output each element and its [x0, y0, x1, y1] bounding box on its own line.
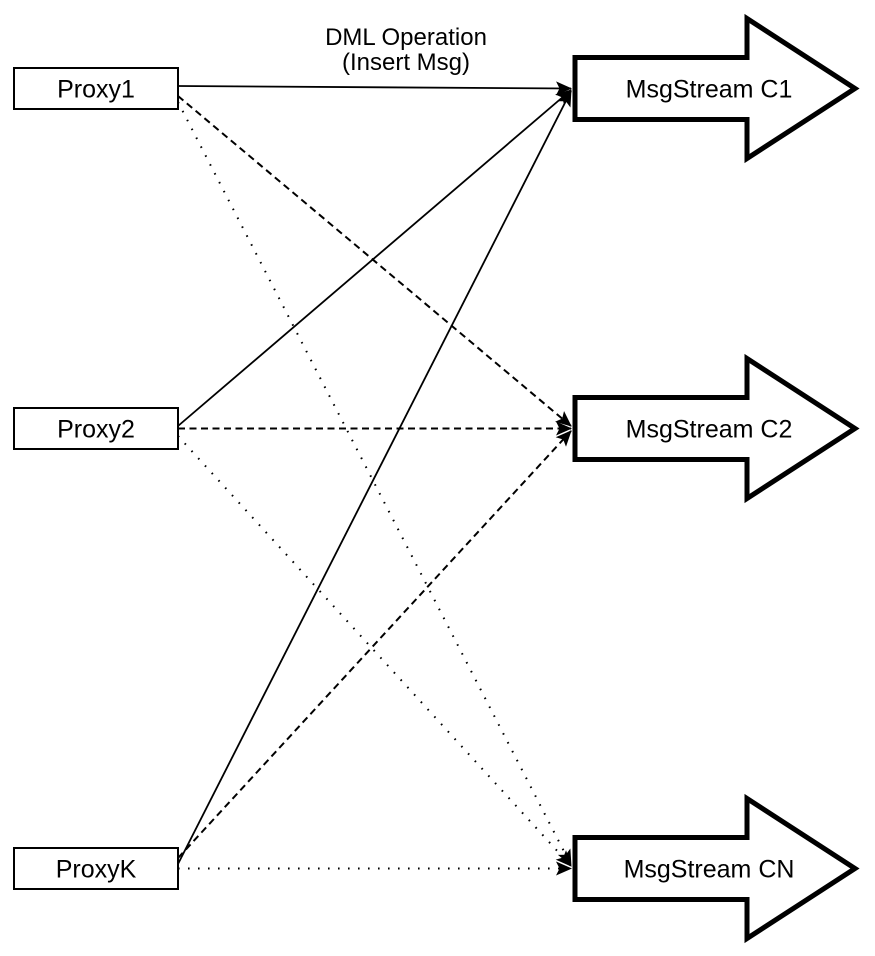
msgstream-c1-label: MsgStream C1: [626, 76, 793, 104]
msgstream-c1-arrow-shape: [572, 13, 860, 164]
proxy1-box: [13, 67, 179, 110]
edge-proxyk-to-c1-solid: [177, 90, 572, 865]
proxy2-box: [13, 407, 179, 450]
title-line-2: (Insert Msg): [342, 49, 470, 76]
msgstream-cn-arrow-shape: [572, 793, 860, 944]
edge-proxyk-to-c2-dashed: [177, 430, 572, 859]
msgstream-c2-label: MsgStream C2: [626, 416, 793, 444]
edge-proxy2-to-c1-solid: [177, 89, 572, 427]
edge-proxy1-to-c2-dashed: [177, 95, 572, 427]
proxyk-label: ProxyK: [56, 856, 137, 884]
proxy2-label: Proxy2: [57, 416, 135, 444]
node-msgstream-c2: MsgStream C2: [572, 353, 860, 504]
node-proxy2: Proxy2: [13, 407, 179, 450]
proxy1-label: Proxy1: [57, 76, 135, 104]
node-proxyk: ProxyK: [13, 847, 179, 890]
msgstream-cn-label: MsgStream CN: [624, 856, 795, 884]
title-line-1: DML Operation: [325, 24, 487, 51]
edge-proxy1-to-c1-solid: [177, 81, 572, 96]
edge-proxy1-to-cn-dotted: [177, 101, 572, 866]
node-proxy1: Proxy1: [13, 67, 179, 110]
node-msgstream-c1: MsgStream C1: [572, 13, 860, 164]
node-msgstream-cn: MsgStream CN: [572, 793, 860, 944]
msgstream-c2-arrow-shape: [572, 353, 860, 504]
proxyk-box: [13, 847, 179, 890]
edge-proxy2-to-cn-dotted: [177, 435, 572, 867]
